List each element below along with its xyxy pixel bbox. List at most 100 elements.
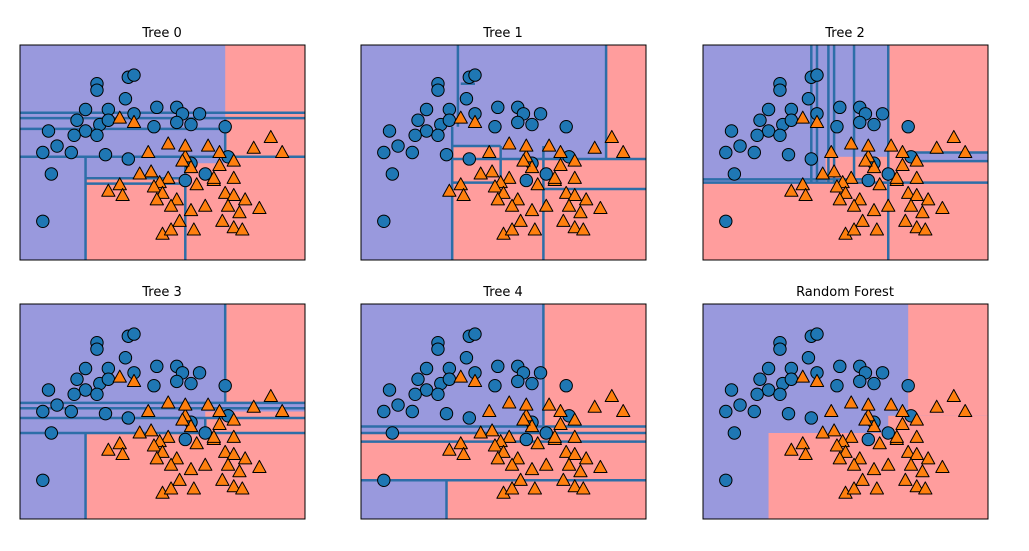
- class-1-point: [567, 170, 582, 184]
- axes-frame: [702, 44, 989, 261]
- class-1-point: [453, 177, 468, 191]
- class-1-point: [141, 145, 156, 159]
- class-0-point: [719, 473, 733, 488]
- class-1-point: [516, 412, 531, 426]
- class-0-point: [431, 342, 445, 356]
- class-1-point: [149, 192, 164, 206]
- class-1-point: [482, 145, 497, 159]
- class-0-point: [519, 173, 534, 188]
- class-1-point: [519, 138, 534, 152]
- class-1-point: [453, 110, 468, 124]
- class-0-point: [442, 372, 457, 386]
- class-0-point: [377, 145, 391, 160]
- class-0-point: [41, 124, 56, 138]
- class-1-point: [126, 114, 142, 128]
- class-1-point: [921, 451, 936, 465]
- axes-frame: [19, 44, 306, 261]
- class-0-point: [385, 167, 400, 181]
- class-1-point: [858, 153, 873, 167]
- class-0-point: [733, 398, 747, 412]
- class-1-point: [901, 185, 916, 199]
- class-1-point: [442, 442, 457, 456]
- class-0-point: [36, 404, 50, 419]
- class-0-point: [419, 124, 434, 138]
- class-1-point: [112, 177, 127, 191]
- class-1-point: [504, 481, 520, 495]
- class-0-point: [781, 406, 796, 421]
- class-1-point: [898, 213, 913, 227]
- class-0-point: [127, 68, 141, 82]
- class-1-point: [861, 397, 876, 411]
- class-0-point: [773, 128, 787, 143]
- class-0-point: [724, 383, 739, 397]
- region-class-1: [225, 304, 305, 403]
- class-0-point: [459, 92, 474, 106]
- class-1-point: [496, 185, 511, 199]
- class-1-point: [473, 166, 488, 180]
- axes-frame: [360, 44, 647, 261]
- class-1-point: [915, 464, 930, 478]
- class-1-point: [215, 213, 230, 227]
- class-1-point: [895, 145, 910, 159]
- class-0-point: [78, 102, 93, 117]
- class-0-point: [36, 473, 50, 488]
- class-1-point: [200, 138, 216, 152]
- region-class-0: [911, 152, 988, 162]
- class-0-point: [462, 152, 477, 166]
- class-1-point: [903, 457, 919, 471]
- class-0-point: [733, 139, 747, 153]
- class-1-point: [844, 170, 859, 184]
- class-0-point: [44, 167, 59, 181]
- class-0-point: [90, 342, 104, 356]
- class-0-point: [559, 379, 573, 393]
- class-1-point: [576, 481, 591, 495]
- class-1-point: [881, 457, 896, 471]
- axes-frame: [19, 303, 306, 520]
- class-1-point: [502, 429, 517, 443]
- class-1-point: [909, 412, 924, 426]
- class-1-point: [921, 192, 936, 206]
- class-1-point: [909, 479, 924, 493]
- class-1-point: [861, 138, 876, 152]
- class-0-point: [519, 432, 534, 447]
- class-1-point: [143, 164, 159, 178]
- class-0-point: [525, 376, 539, 391]
- class-1-point: [163, 198, 179, 212]
- class-1-point: [895, 404, 910, 418]
- class-0-point: [511, 115, 525, 130]
- class-0-point: [147, 120, 161, 134]
- class-1-point: [183, 462, 199, 476]
- class-0-point: [147, 379, 161, 393]
- class-0-point: [719, 404, 733, 419]
- class-0-point: [867, 376, 881, 391]
- class-0-point: [861, 173, 876, 188]
- class-1-point: [484, 423, 500, 437]
- class-1-point: [126, 373, 142, 387]
- class-0-point: [747, 404, 761, 419]
- class-1-point: [604, 129, 619, 143]
- class-1-point: [186, 222, 201, 236]
- class-1-point: [510, 451, 525, 465]
- class-0-point: [491, 100, 505, 115]
- class-1-point: [929, 399, 944, 413]
- panel-title: Tree 4: [482, 285, 523, 300]
- class-1-point: [553, 404, 568, 418]
- class-1-point: [101, 442, 116, 456]
- class-1-point: [567, 188, 582, 202]
- class-1-point: [226, 479, 241, 493]
- class-1-point: [809, 373, 825, 387]
- class-0-point: [377, 473, 391, 488]
- class-1-point: [178, 138, 193, 152]
- class-1-point: [246, 140, 261, 154]
- class-1-point: [795, 110, 810, 124]
- class-0-point: [525, 117, 539, 132]
- class-1-point: [524, 203, 540, 217]
- class-0-point: [773, 83, 787, 97]
- class-1-point: [238, 192, 253, 206]
- class-1-point: [212, 404, 227, 418]
- class-1-point: [838, 444, 853, 458]
- class-1-point: [838, 185, 853, 199]
- class-0-point: [121, 411, 136, 425]
- class-1-point: [161, 429, 176, 443]
- class-1-point: [487, 179, 503, 193]
